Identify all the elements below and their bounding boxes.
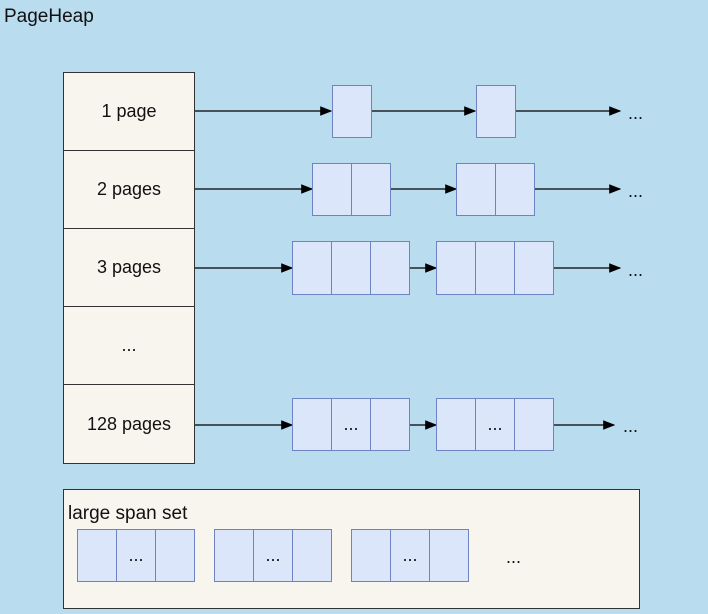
span-page	[476, 85, 516, 138]
span-page-ellipsis: ...	[331, 398, 371, 451]
span-page	[332, 85, 372, 138]
more-ellipsis: ...	[628, 260, 644, 280]
span-page	[429, 529, 469, 582]
size-class-cell-128: 128 pages	[63, 384, 195, 464]
span-page	[312, 163, 352, 216]
span-page	[436, 398, 476, 451]
span-page	[77, 529, 117, 582]
diagram-title: PageHeap	[4, 6, 94, 27]
span-page-ellipsis: ...	[390, 529, 430, 582]
span-page	[214, 529, 254, 582]
size-class-cell-ellipsis: ...	[63, 306, 195, 385]
span-page	[292, 241, 332, 295]
span-page	[514, 241, 554, 295]
more-ellipsis: ...	[628, 103, 644, 123]
span-page	[351, 163, 391, 216]
span-page	[436, 241, 476, 295]
span-page	[292, 398, 332, 451]
more-ellipsis: ...	[506, 547, 522, 567]
span-page	[370, 241, 410, 295]
span-page	[475, 241, 515, 295]
more-ellipsis: ...	[628, 181, 644, 201]
span-page-ellipsis: ...	[253, 529, 293, 582]
span-page	[351, 529, 391, 582]
span-page-ellipsis: ...	[475, 398, 515, 451]
size-class-cell-2: 2 pages	[63, 150, 195, 229]
more-ellipsis: ...	[623, 416, 639, 436]
span-page-ellipsis: ...	[116, 529, 156, 582]
span-page	[370, 398, 410, 451]
span-page	[495, 163, 535, 216]
span-page	[292, 529, 332, 582]
span-page	[456, 163, 496, 216]
span-page	[331, 241, 371, 295]
span-page	[155, 529, 195, 582]
large-span-set-label: large span set	[68, 503, 188, 524]
span-page	[514, 398, 554, 451]
